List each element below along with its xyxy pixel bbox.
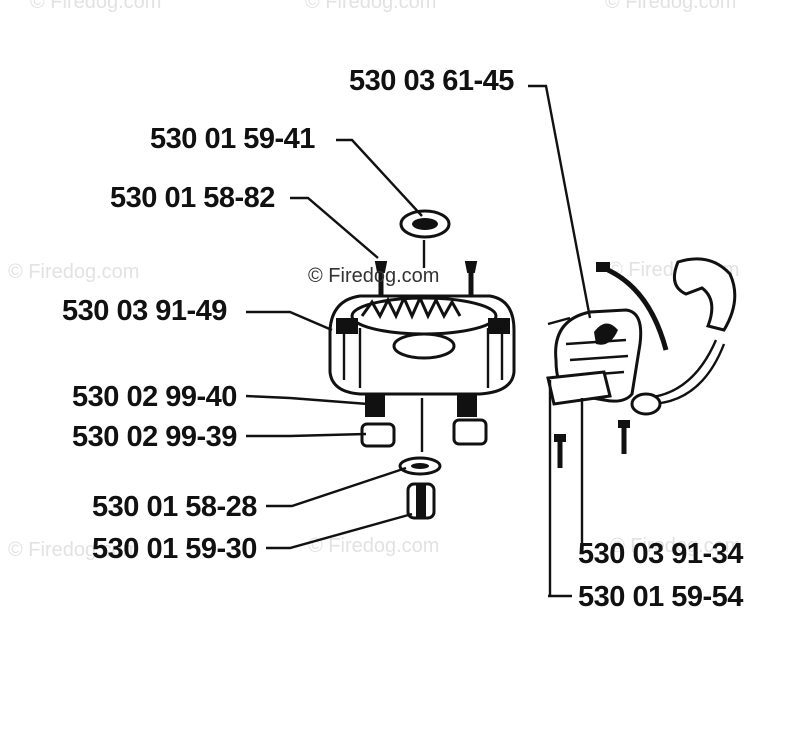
watermark: © Firedog.com bbox=[605, 0, 736, 13]
pawl-part bbox=[452, 418, 488, 446]
ignition-lead bbox=[635, 339, 718, 400]
part-number-label: 530 02 99-40 bbox=[72, 381, 237, 413]
leader-line-p8 bbox=[266, 512, 413, 550]
ignition-lead bbox=[643, 343, 726, 406]
screw-part bbox=[374, 261, 388, 273]
part-number-label: 530 03 91-49 bbox=[62, 295, 227, 327]
watermark: © Firedog.com bbox=[610, 535, 741, 557]
ground-wire bbox=[606, 267, 669, 351]
flywheel-magnet bbox=[336, 318, 358, 334]
ignition-module bbox=[546, 257, 737, 468]
part-labels: 530 03 61-45 530 01 59-41 530 01 58-82 5… bbox=[62, 65, 744, 613]
leader-line-p10 bbox=[548, 380, 572, 598]
leader-line-p6 bbox=[246, 432, 367, 438]
part-number-label: 530 03 91-34 bbox=[578, 538, 743, 570]
watermark: © Firedog.com bbox=[8, 539, 139, 561]
sleeve-slot bbox=[416, 484, 426, 518]
leader-lines bbox=[245, 84, 592, 598]
leader-line-p3 bbox=[290, 196, 379, 259]
watermark: © Firedog.com bbox=[8, 261, 139, 283]
coil-tab bbox=[547, 316, 571, 326]
part-number-label: 530 01 59-30 bbox=[92, 533, 257, 565]
flywheel-fins bbox=[360, 294, 462, 320]
flywheel-magnet bbox=[488, 318, 510, 334]
flywheel-assembly: © Firedog.com bbox=[308, 209, 516, 520]
washer-hole bbox=[412, 218, 438, 230]
wire-terminal bbox=[596, 262, 610, 272]
flywheel-ribs bbox=[342, 328, 504, 388]
part-number-label: 530 02 99-39 bbox=[72, 421, 237, 453]
pawl-part bbox=[365, 395, 385, 417]
leader-line-p1 bbox=[528, 84, 592, 319]
watermarks: © Firedog.com © Firedog.com © Firedog.co… bbox=[8, 0, 741, 561]
pawl-part bbox=[360, 422, 396, 448]
washer-hole bbox=[411, 463, 429, 469]
watermark: © Firedog.com bbox=[30, 0, 161, 13]
leader-line-p7 bbox=[266, 466, 407, 508]
screw-part bbox=[464, 261, 478, 273]
spark-plug-cap bbox=[672, 257, 737, 332]
leader-line-p4 bbox=[246, 310, 333, 332]
part-number-label: 530 01 58-82 bbox=[110, 182, 275, 214]
watermark: © Firedog.com bbox=[308, 535, 439, 557]
pawl-part bbox=[457, 395, 477, 417]
watermark-center: © Firedog.com bbox=[308, 265, 439, 287]
flywheel-hub bbox=[392, 332, 456, 360]
part-number-label: 530 03 61-45 bbox=[349, 65, 514, 97]
screw-part bbox=[618, 420, 630, 428]
screw-part bbox=[554, 434, 566, 442]
part-number-label: 530 01 58-28 bbox=[92, 491, 257, 523]
coil-dark bbox=[594, 323, 618, 345]
leader-line-p2 bbox=[336, 138, 423, 217]
part-number-label: 530 01 59-54 bbox=[578, 581, 743, 613]
part-number-label: 530 01 59-41 bbox=[150, 123, 315, 155]
lead-grommet bbox=[630, 392, 662, 416]
leader-line-p5 bbox=[245, 394, 369, 406]
coil-base bbox=[546, 370, 612, 406]
watermark: © Firedog.com bbox=[305, 0, 436, 13]
